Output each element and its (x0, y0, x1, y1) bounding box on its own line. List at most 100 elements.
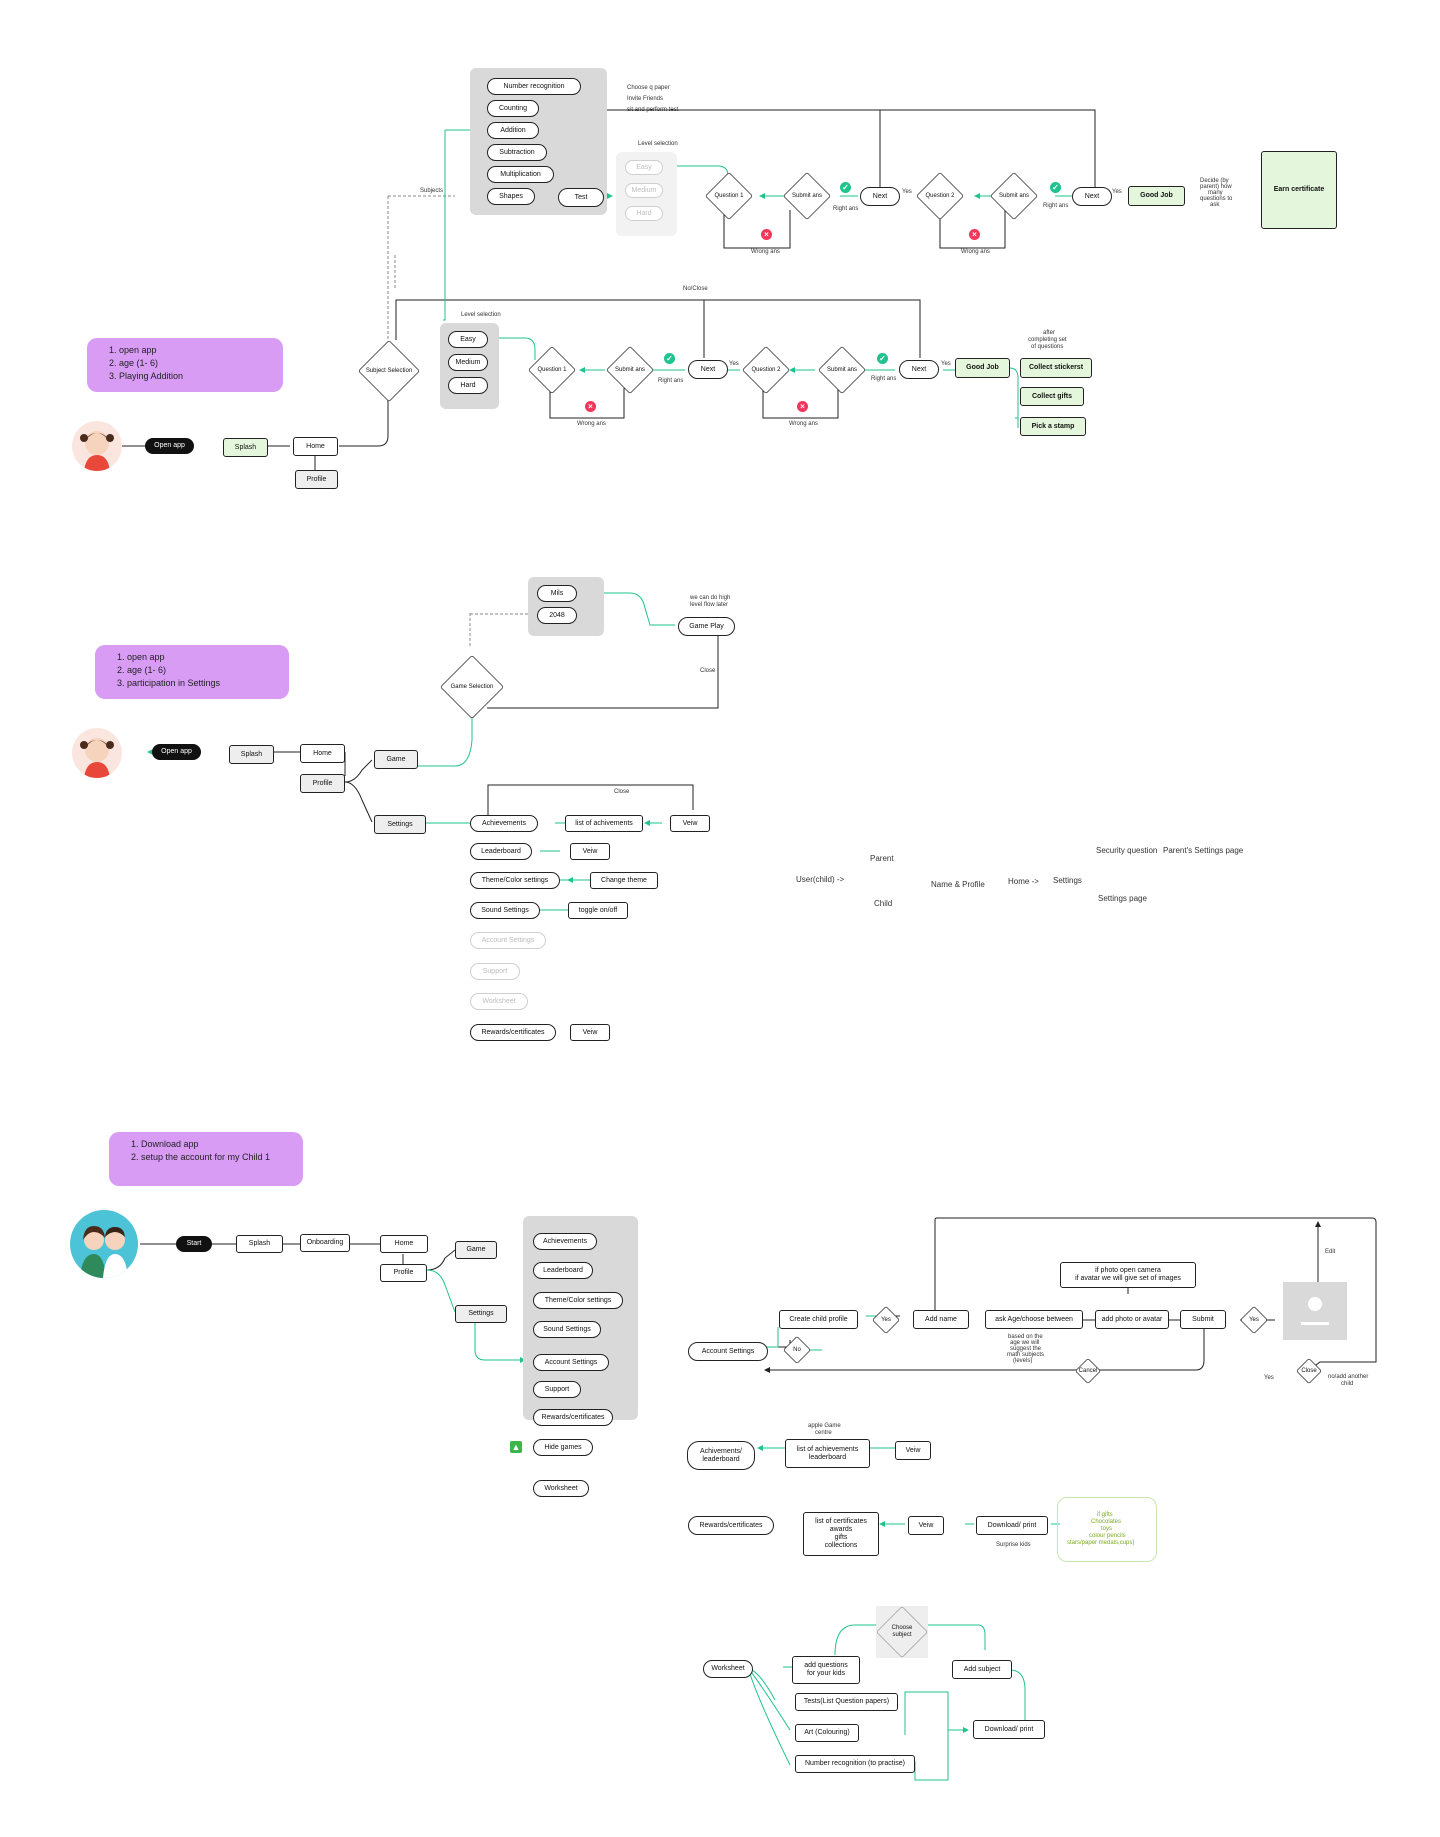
add-name[interactable]: Add name (913, 1310, 969, 1329)
pick-a-stamp[interactable]: Pick a stamp (1020, 417, 1086, 436)
question2-top[interactable]: Question 2 (916, 172, 964, 220)
veiw-node[interactable]: Veiw (895, 1441, 931, 1460)
menu-theme[interactable]: Theme/Color settings (533, 1292, 623, 1309)
question2-bottom[interactable]: Question 2 (742, 346, 790, 394)
home-node[interactable]: Home (300, 744, 345, 763)
support-node[interactable]: Support (470, 963, 520, 980)
subject-selection[interactable]: Subject Selection (358, 340, 420, 402)
level-easy-top[interactable]: Easy (625, 160, 663, 175)
collect-stickers[interactable]: Collect stickerst (1020, 358, 1092, 378)
menu-worksheet[interactable]: Worksheet (533, 1480, 589, 1497)
submit-node[interactable]: Submit (1180, 1310, 1226, 1329)
game-selection-label: Game Selection (450, 683, 494, 690)
worksheet-node[interactable]: Worksheet (703, 1660, 753, 1678)
next-button-bottom-1[interactable]: Next (688, 360, 728, 379)
menu-hide-games[interactable]: Hide games (533, 1439, 593, 1456)
achievements-leaderboard[interactable]: Achivements/leaderboard (687, 1441, 755, 1470)
menu-achievements[interactable]: Achievements (533, 1233, 597, 1250)
game-node[interactable]: Game (455, 1241, 497, 1259)
menu-support[interactable]: Support (533, 1381, 581, 1398)
list-of-achievements[interactable]: list of achivements (565, 815, 643, 832)
profile-node[interactable]: Profile (295, 470, 338, 489)
start-button[interactable]: Start (176, 1236, 212, 1252)
menu-rewards[interactable]: Rewards/certificates (533, 1409, 613, 1426)
level-hard[interactable]: Hard (448, 377, 488, 394)
cancel-decision[interactable]: Cancel (1075, 1358, 1101, 1384)
level-easy[interactable]: Easy (448, 331, 488, 348)
subject-subtraction[interactable]: Subtraction (487, 144, 547, 161)
settings-node[interactable]: Settings (374, 815, 426, 834)
veiw-node[interactable]: Veiw (908, 1516, 944, 1535)
submit-label: Submit ans (791, 192, 822, 199)
subject-addition[interactable]: Addition (487, 122, 539, 139)
home-node[interactable]: Home (293, 437, 338, 456)
number-recognition-node[interactable]: Number recognition (to practise) (795, 1755, 915, 1773)
subject-number-recognition[interactable]: Number recognition (487, 78, 581, 95)
game-mils[interactable]: Mils (537, 585, 577, 602)
menu-account-settings[interactable]: Account Settings (533, 1354, 609, 1371)
question1-bottom[interactable]: Question 1 (528, 346, 576, 394)
achievements-node[interactable]: Achievements (470, 815, 538, 832)
worksheet-node[interactable]: Worksheet (470, 993, 528, 1010)
cert-2: awards (829, 1526, 853, 1533)
profile-node[interactable]: Profile (300, 774, 345, 793)
submit-label: Submit ans (614, 366, 645, 373)
game-play[interactable]: Game Play (678, 617, 735, 636)
note-item: participation in Settings (127, 677, 289, 690)
submit-ans-bottom-1[interactable]: Submit ans (606, 346, 654, 394)
submit-ans-bottom-2[interactable]: Submit ans (818, 346, 866, 394)
onboarding-node[interactable]: Onboarding (300, 1234, 350, 1252)
home-node[interactable]: Home (380, 1235, 428, 1253)
next-button-top-2[interactable]: Next (1072, 187, 1112, 206)
download-print-2[interactable]: Download/ print (973, 1720, 1045, 1739)
art-node[interactable]: Art (Colouring) (795, 1724, 859, 1742)
toggle-node[interactable]: toggle on/off (568, 902, 628, 919)
rewards-node[interactable]: Rewards/certificates (470, 1024, 556, 1041)
game-2048[interactable]: 2048 (537, 607, 577, 624)
theme-settings-node[interactable]: Theme/Color settings (470, 872, 560, 889)
ask-age[interactable]: ask Age/choose between (985, 1310, 1083, 1329)
create-child-profile[interactable]: Create child profile (779, 1310, 858, 1329)
test-button[interactable]: Test (558, 188, 604, 207)
account-settings-node[interactable]: Account Settings (470, 932, 546, 949)
change-theme-node[interactable]: Change theme (590, 872, 658, 889)
rewards-certificates[interactable]: Rewards/certificates (688, 1516, 774, 1535)
menu-sound[interactable]: Sound Settings (533, 1321, 601, 1338)
subject-counting[interactable]: Counting (487, 100, 539, 117)
veiw-node[interactable]: Veiw (570, 843, 610, 860)
open-app-button[interactable]: Open app (145, 438, 194, 454)
earn-certificate: Earn certificate (1261, 151, 1337, 229)
subject-shapes[interactable]: Shapes (487, 188, 535, 205)
veiw-node[interactable]: Veiw (670, 815, 710, 832)
game-node[interactable]: Game (374, 750, 418, 769)
download-print[interactable]: Download/ print (976, 1516, 1048, 1535)
question1-top[interactable]: Question 1 (705, 172, 753, 220)
add-photo[interactable]: add photo or avatar (1095, 1310, 1169, 1329)
open-app-button[interactable]: Open app (152, 744, 201, 760)
subject-multiplication[interactable]: Multiplication (487, 166, 554, 183)
tests-node[interactable]: Tests(List Question papers) (795, 1693, 898, 1711)
sound-settings-node[interactable]: Sound Settings (470, 902, 540, 919)
next-button-top-1[interactable]: Next (860, 187, 900, 206)
settings-node[interactable]: Settings (455, 1305, 507, 1323)
profile-node[interactable]: Profile (380, 1264, 427, 1282)
veiw-node[interactable]: Veiw (570, 1024, 610, 1041)
submit-ans-top-1[interactable]: Submit ans (783, 172, 831, 220)
collect-gifts[interactable]: Collect gifts (1020, 387, 1084, 406)
close-decision[interactable]: Close (1296, 1358, 1322, 1384)
level-medium-top[interactable]: Medium (625, 183, 663, 198)
next-button-bottom-2[interactable]: Next (899, 360, 939, 379)
level-medium[interactable]: Medium (448, 354, 488, 371)
level-hard-top[interactable]: Hard (625, 206, 663, 221)
list-ach-2: leaderboard (808, 1453, 847, 1461)
add-subject[interactable]: Add subject (952, 1660, 1012, 1679)
submit-ans-top-2[interactable]: Submit ans (990, 172, 1038, 220)
account-settings-node[interactable]: Account Settings (688, 1342, 768, 1361)
leaderboard-node[interactable]: Leaderboard (470, 843, 532, 860)
menu-leaderboard[interactable]: Leaderboard (533, 1262, 593, 1279)
game-selection[interactable]: Game Selection (440, 655, 504, 719)
